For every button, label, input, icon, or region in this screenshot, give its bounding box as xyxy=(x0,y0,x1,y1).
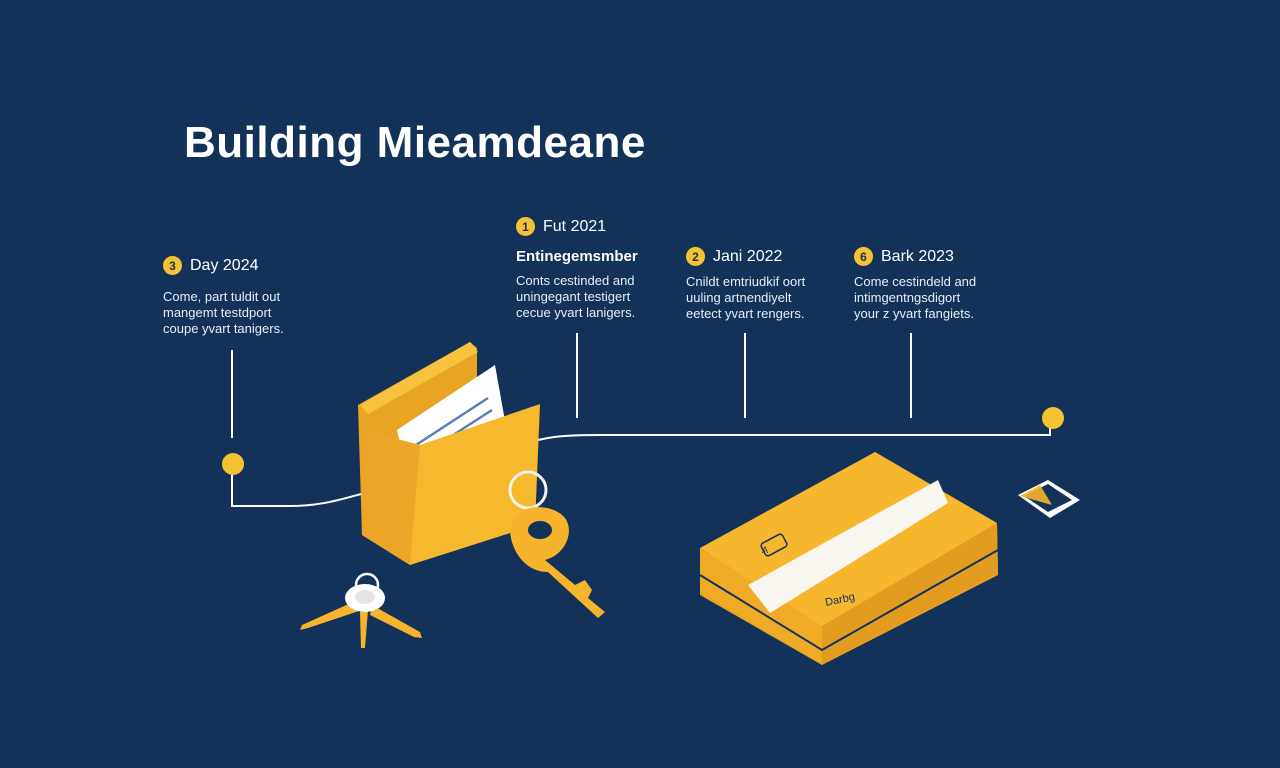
card-chip-label: A xyxy=(762,545,768,555)
milestone-1-line-3: coupe yvart tanigers. xyxy=(163,321,284,336)
milestone-2-heading: Entinegemsmber xyxy=(516,248,638,265)
milestone-2-line-2: uningegant testigert xyxy=(516,289,631,304)
timeline-node-start xyxy=(222,453,244,475)
milestone-4: 6 Bark 2023 Come cestindeld and intimgen… xyxy=(854,247,1054,322)
key-ring-icon xyxy=(300,572,422,648)
milestone-3-line-3: eetect yvart rengers. xyxy=(686,306,805,321)
milestone-1-date: Day 2024 xyxy=(190,256,259,274)
milestone-3-line-2: uuling artnendiyelt xyxy=(686,290,792,305)
milestone-1-line-1: Come, part tuldit out xyxy=(163,289,281,304)
milestone-3-badge: 2 xyxy=(686,247,705,266)
page-title: Building Mieamdeane xyxy=(184,118,646,167)
milestone-4-line-2: intimgentngsdigort xyxy=(854,290,961,305)
card-chip xyxy=(760,533,788,557)
folder-icon xyxy=(358,342,540,565)
milestone-4-line-3: your z yvart fangiets. xyxy=(854,306,974,321)
milestone-3: 2 Jani 2022 Cnildt emtriudkif oort uulin… xyxy=(686,247,886,322)
milestone-2-badge: 1 xyxy=(516,217,535,236)
milestone-2-header: 1 Fut 2021 xyxy=(516,217,716,236)
milestone-3-date: Jani 2022 xyxy=(713,247,783,265)
milestone-1-header: 3 Day 2024 xyxy=(163,256,363,275)
key-icon xyxy=(508,470,605,618)
milestone-4-line-1: Come cestindeld and xyxy=(854,274,977,289)
milestone-2-description: Conts cestinded and uningegant testigert… xyxy=(516,273,716,321)
milestone-2-line-3: cecue yvart lanigers. xyxy=(516,305,636,320)
milestone-4-date: Bark 2023 xyxy=(881,247,954,265)
small-device-icon xyxy=(1018,480,1080,518)
milestone-3-line-1: Cnildt emtriudkif oort xyxy=(686,274,806,289)
milestone-1-line-2: mangemt testdport xyxy=(163,305,272,320)
milestone-2-date: Fut 2021 xyxy=(543,217,607,235)
milestone-1-badge: 3 xyxy=(163,256,182,275)
milestone-3-description: Cnildt emtriudkif oort uuling artnendiye… xyxy=(686,274,886,322)
milestone-3-header: 2 Jani 2022 xyxy=(686,247,886,266)
milestone-1: 3 Day 2024 Come, part tuldit out mangemt… xyxy=(163,256,363,337)
milestone-4-badge: 6 xyxy=(854,247,873,266)
milestone-1-description: Come, part tuldit out mangemt testdport … xyxy=(163,289,363,337)
milestone-2: 1 Fut 2021 Entinegemsmber Conts cestinde… xyxy=(516,217,716,321)
milestone-2-line-1: Conts cestinded and xyxy=(516,273,635,288)
milestone-4-header: 6 Bark 2023 xyxy=(854,247,1054,266)
milestone-4-description: Come cestindeld and intimgentngsdigort y… xyxy=(854,274,1054,322)
card-icon: A Darbg xyxy=(699,452,999,665)
timeline-node-end xyxy=(1042,407,1064,429)
